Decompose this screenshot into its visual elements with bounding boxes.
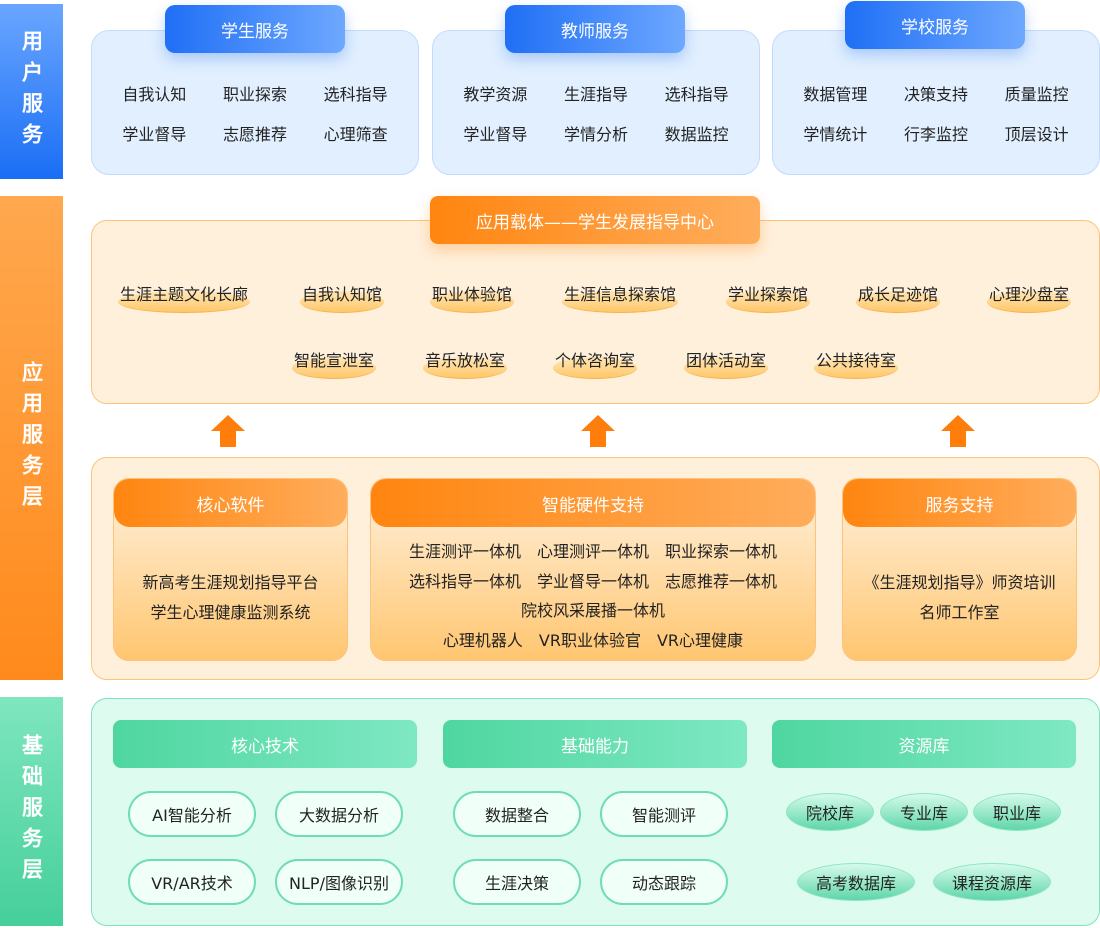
tech-item: 大数据分析: [275, 791, 403, 837]
hall-item: 自我认知馆: [299, 281, 385, 313]
resource-item: 专业库: [880, 793, 968, 831]
ability-item: 生涯决策: [453, 859, 581, 905]
resource-item: 职业库: [973, 793, 1061, 831]
service-item: 顶层设计: [1004, 125, 1069, 144]
layer-label-base: 基础服务层: [0, 697, 63, 926]
teacher-service-title: 教师服务: [505, 5, 685, 53]
service-item: 选科指导: [664, 85, 729, 104]
hall-item: 生涯信息探索馆: [561, 281, 679, 313]
hall-item: 音乐放松室: [422, 347, 508, 379]
tech-item: AI智能分析: [128, 791, 256, 837]
hall-item: 心理沙盘室: [986, 281, 1072, 313]
ability-item: 数据整合: [453, 791, 581, 837]
service-item: 心理筛查: [323, 125, 388, 144]
resource-title: 资源库: [772, 720, 1076, 768]
service-item: 自我认知: [122, 85, 187, 104]
resource-item: 课程资源库: [933, 863, 1051, 901]
tech-item: NLP/图像识别: [275, 859, 403, 905]
service-item: 生涯指导: [563, 85, 628, 104]
support-line: 学生心理健康监测系统: [150, 602, 311, 622]
resource-item: 高考数据库: [797, 863, 915, 901]
service-item: 职业探索: [222, 85, 287, 104]
service-item: 数据监控: [664, 125, 729, 144]
student-service-title: 学生服务: [165, 5, 345, 53]
service-item: 决策支持: [903, 85, 968, 104]
support-line: 心理机器人 VR职业体验官 VR心理健康: [442, 630, 744, 650]
support-line: 《生涯规划指导》师资培训: [863, 573, 1056, 592]
resource-item: 院校库: [786, 793, 874, 831]
hall-item: 学业探索馆: [725, 281, 811, 313]
support-line: 新高考生涯规划指导平台: [142, 573, 319, 592]
ability-item: 动态跟踪: [600, 859, 728, 905]
hall-item: 个体咨询室: [552, 347, 638, 379]
service-item: 学情分析: [563, 125, 628, 144]
core-software-box: 核心软件 新高考生涯规划指导平台 学生心理健康监测系统: [113, 478, 348, 661]
service-item: 质量监控: [1004, 85, 1069, 104]
support-line: 选科指导一体机 学业督导一体机 志愿推荐一体机: [408, 571, 777, 591]
service-item: 选科指导: [323, 85, 388, 104]
up-arrow-icon: [211, 415, 245, 447]
service-item: 行李监控: [903, 125, 968, 144]
ability-item: 智能测评: [600, 791, 728, 837]
support-line: 生涯测评一体机 心理测评一体机 职业探索一体机: [408, 542, 777, 561]
service-support-title: 服务支持: [843, 479, 1076, 527]
hall-item: 团体活动室: [683, 347, 769, 379]
hall-item: 职业体验馆: [429, 281, 515, 313]
service-item: 学情统计: [803, 125, 868, 144]
support-line: 名师工作室: [919, 602, 1000, 622]
layer-label-app: 应用服务层: [0, 196, 63, 680]
service-item: 教学资源: [463, 85, 528, 104]
service-item: 数据管理: [803, 85, 868, 104]
hardware-title: 智能硬件支持: [371, 479, 815, 527]
school-service-title: 学校服务: [845, 1, 1025, 49]
hardware-box: 智能硬件支持 生涯测评一体机 心理测评一体机 职业探索一体机 选科指导一体机 学…: [370, 478, 816, 661]
tech-item: VR/AR技术: [128, 859, 256, 905]
core-software-title: 核心软件: [114, 479, 347, 527]
student-service-panel: 自我认知 职业探索 选科指导 学业督导 志愿推荐 心理筛查: [91, 30, 419, 175]
hall-item: 成长足迹馆: [855, 281, 941, 313]
carrier-title: 应用载体——学生发展指导中心: [430, 196, 760, 244]
core-tech-title: 核心技术: [113, 720, 417, 768]
up-arrow-icon: [941, 415, 975, 447]
hall-item: 智能宣泄室: [291, 347, 377, 379]
hall-item: 生涯主题文化长廊: [117, 281, 251, 313]
service-item: 学业督导: [463, 125, 528, 144]
school-service-panel: 数据管理 决策支持 质量监控 学情统计 行李监控 顶层设计: [772, 30, 1100, 175]
support-line: 院校风采展播一体机: [520, 601, 665, 620]
up-arrow-icon: [581, 415, 615, 447]
service-item: 学业督导: [122, 125, 187, 144]
service-support-box: 服务支持 《生涯规划指导》师资培训 名师工作室: [842, 478, 1077, 661]
service-item: 志愿推荐: [222, 125, 287, 144]
hall-item: 公共接待室: [813, 347, 899, 379]
base-ability-title: 基础能力: [443, 720, 747, 768]
layer-label-user: 用户服务: [0, 4, 63, 179]
